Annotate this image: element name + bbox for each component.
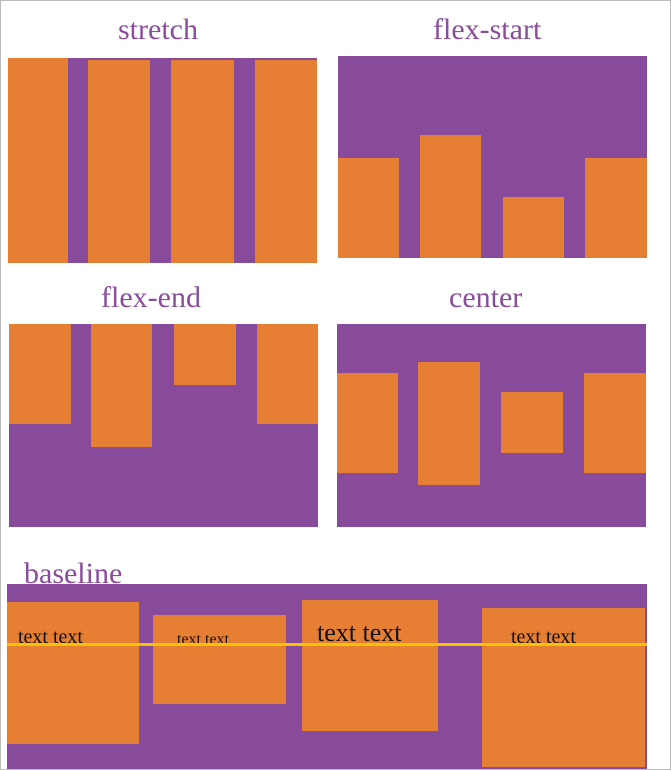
panel-center [337, 324, 646, 527]
title-flex-start: flex-start [433, 13, 542, 46]
baseline-line [7, 643, 647, 646]
item [171, 60, 234, 263]
item [584, 373, 646, 473]
item [501, 392, 563, 453]
item [88, 60, 150, 263]
item [503, 197, 564, 258]
item [257, 324, 318, 424]
title-center: center [449, 281, 523, 314]
title-flex-end: flex-end [101, 281, 201, 314]
item [8, 58, 68, 263]
title-baseline: baseline [24, 557, 123, 590]
panel-flex-start [338, 56, 647, 258]
panel-flex-end [9, 324, 318, 527]
item: text text [7, 602, 139, 744]
item: text text [302, 600, 438, 731]
item [337, 373, 398, 473]
item: text text [482, 608, 645, 767]
panel-stretch [8, 58, 317, 263]
item: text text [153, 615, 286, 704]
item [255, 60, 317, 263]
item-text: text text [317, 618, 402, 647]
item [174, 324, 236, 385]
panel-baseline: text text text text text text text text [7, 584, 647, 769]
item-text: text text [18, 626, 83, 648]
item [91, 324, 152, 447]
title-stretch: stretch [118, 13, 198, 46]
item [585, 158, 647, 258]
item [338, 158, 399, 258]
item [420, 135, 481, 258]
item [9, 324, 71, 424]
item-text: text text [511, 626, 576, 648]
item [418, 362, 480, 485]
